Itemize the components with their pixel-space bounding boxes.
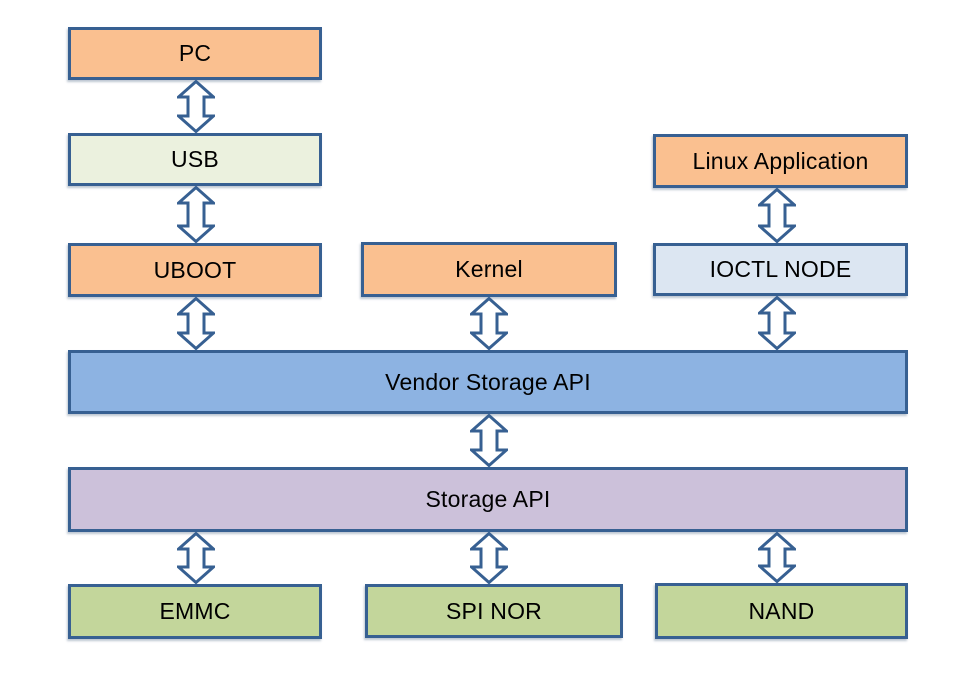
double-arrow-usb-uboot xyxy=(177,186,215,243)
node-label-emmc: EMMC xyxy=(159,598,231,624)
node-uboot: UBOOT xyxy=(68,243,322,297)
double-arrow-uboot-vendorapi xyxy=(177,297,215,350)
node-kernel: Kernel xyxy=(361,242,617,297)
node-label-pc: PC xyxy=(178,40,212,66)
node-label-usb: USB xyxy=(171,146,219,172)
node-nand: NAND xyxy=(655,583,908,639)
node-spi-nor: SPI NOR xyxy=(365,584,623,638)
node-label-kernel: Kernel xyxy=(455,256,523,282)
node-label-storage-api: Storage API xyxy=(425,486,551,512)
node-label-nand: NAND xyxy=(748,597,815,624)
node-label-uboot: UBOOT xyxy=(153,256,237,283)
double-arrow-kernel-vendorapi xyxy=(470,297,508,350)
node-label-ioctl-node: IOCTL NODE xyxy=(709,256,852,282)
node-linux-application: Linux Application xyxy=(653,134,908,188)
node-label-vendor-storage-api: Vendor Storage API xyxy=(385,368,591,395)
double-arrow-vendorapi-storage xyxy=(470,414,508,467)
node-vendor-storage-api: Vendor Storage API xyxy=(68,350,908,414)
node-label-linux-application: Linux Application xyxy=(692,147,869,174)
double-arrow-ioctl-vendorapi xyxy=(758,296,796,350)
double-arrow-storage-spinor xyxy=(470,532,508,584)
double-arrow-pc-usb xyxy=(177,80,215,133)
node-ioctl-node: IOCTL NODE xyxy=(653,243,908,296)
double-arrow-storage-emmc xyxy=(177,532,215,584)
node-label-spi-nor: SPI NOR xyxy=(446,597,542,624)
double-arrow-linuxapp-ioctl xyxy=(758,188,796,243)
node-emmc: EMMC xyxy=(68,584,322,639)
node-pc: PC xyxy=(68,27,322,80)
node-usb: USB xyxy=(68,133,322,186)
node-storage-api: Storage API xyxy=(68,467,908,532)
double-arrow-storage-nand xyxy=(758,532,796,583)
